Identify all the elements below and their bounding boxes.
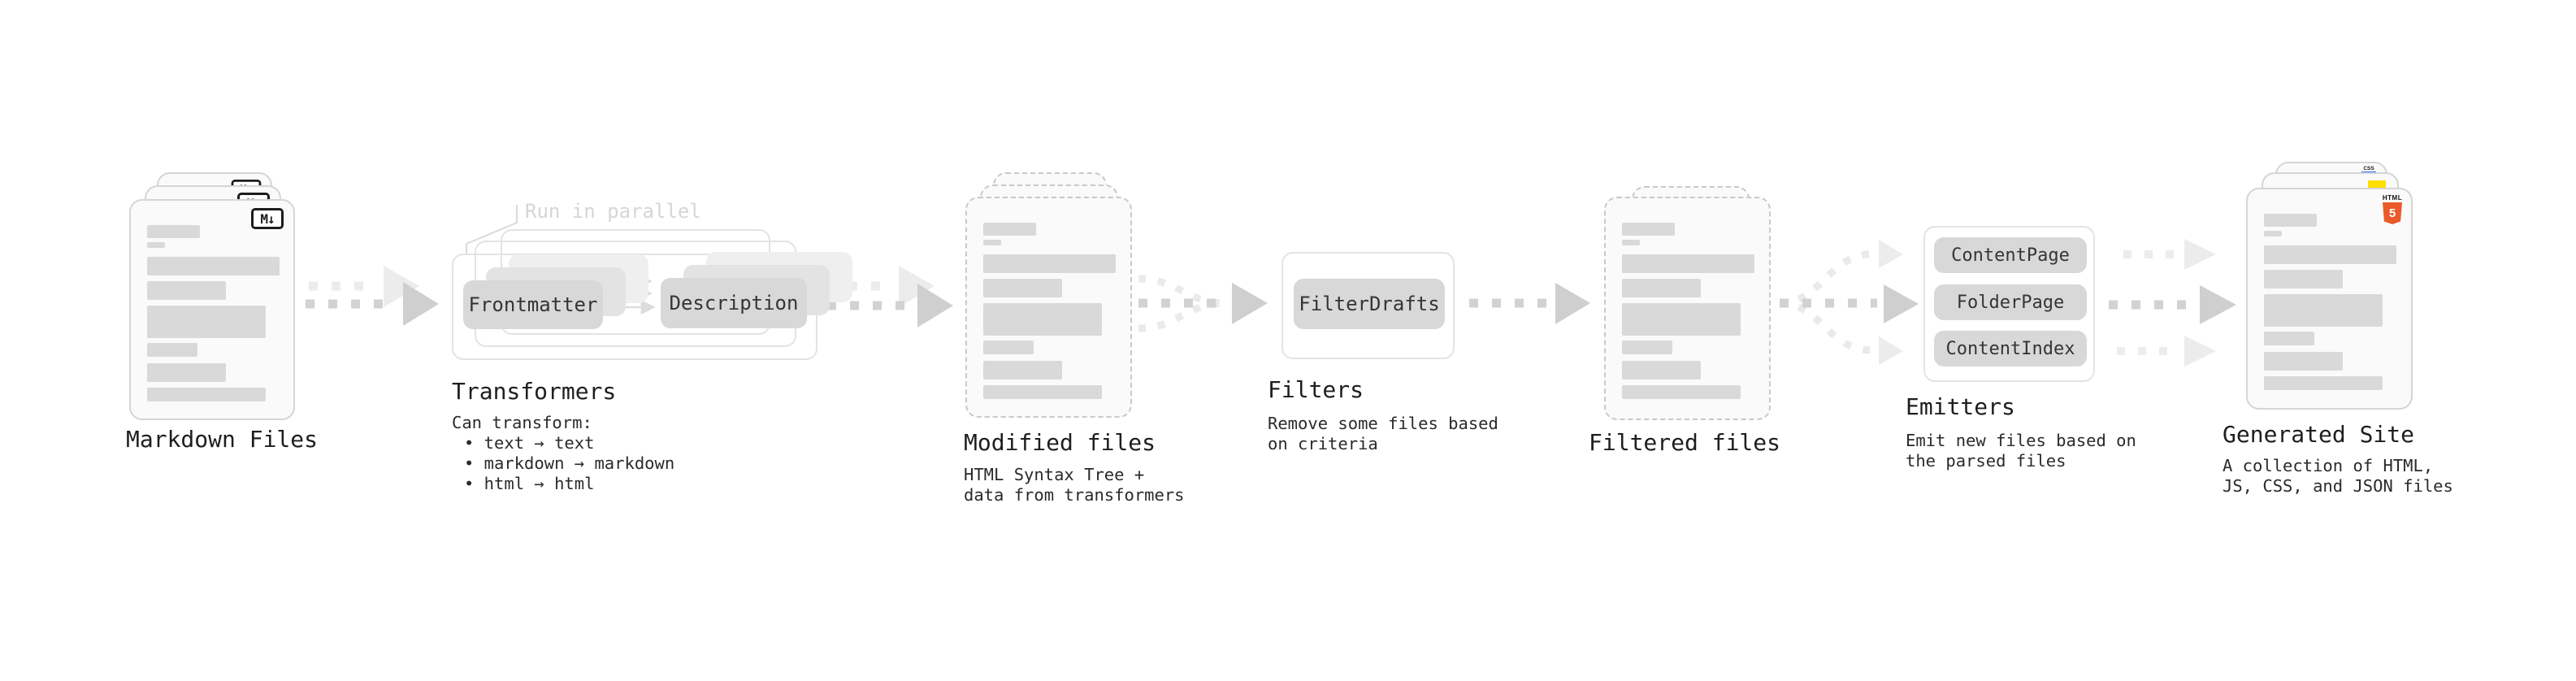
stage-title-filtered-files: Filtered files	[1589, 429, 1781, 456]
file-content-placeholder-bar	[2264, 231, 2282, 236]
desc-line: Remove some files based	[1268, 414, 1498, 433]
file-content-placeholder-bar	[983, 279, 1062, 297]
file-content-placeholder-bar	[2264, 332, 2314, 345]
file-content-placeholder-bar	[983, 223, 1036, 236]
file-content-placeholder-bar	[983, 385, 1102, 399]
run-in-parallel-note: Run in parallel	[525, 200, 701, 223]
file-content-placeholder-bar	[2264, 270, 2343, 288]
file-content-placeholder-bar	[1622, 254, 1754, 273]
modified-file-card-front	[965, 197, 1132, 418]
file-content-placeholder-bar	[1622, 240, 1640, 245]
desc-line: JS, CSS, and JSON files	[2223, 476, 2453, 496]
filter-drafts-pill: FilterDrafts	[1294, 279, 1445, 329]
folder-page-pill: FolderPage	[1934, 284, 2087, 320]
desc-line: A collection of HTML,	[2223, 456, 2434, 475]
file-content-placeholder-bar	[147, 388, 266, 401]
file-content-placeholder-bar	[147, 257, 280, 275]
desc-line: • markdown → markdown	[464, 453, 675, 473]
file-content-placeholder-bar	[1622, 385, 1741, 399]
content-page-pill: ContentPage	[1934, 237, 2087, 273]
stage-title-modified-files: Modified files	[964, 429, 1156, 456]
desc-line: • text → text	[464, 433, 595, 453]
markdown-file-card-front: M↓	[129, 199, 295, 420]
file-content-placeholder-bar	[2264, 245, 2396, 264]
file-content-placeholder-bar	[147, 242, 165, 248]
stage-title-generated-site: Generated Site	[2223, 421, 2415, 448]
file-content-placeholder-bar	[2264, 376, 2383, 390]
description-pill: Description	[661, 278, 807, 328]
file-content-placeholder-bar	[983, 340, 1034, 354]
stage-desc-filters: Remove some files based on criteria	[1268, 414, 1498, 454]
filtered-file-card-front	[1604, 197, 1771, 420]
markdown-icon: M↓	[251, 208, 284, 229]
file-content-placeholder-bar	[147, 363, 226, 382]
frontmatter-pill: Frontmatter	[463, 280, 603, 329]
file-content-placeholder-bar	[1622, 279, 1701, 297]
file-content-placeholder-bar	[1622, 223, 1675, 236]
desc-line: HTML Syntax Tree +	[964, 465, 1145, 484]
desc-line: Emit new files based on	[1906, 431, 2136, 450]
desc-line: • html → html	[464, 474, 595, 493]
arrow-modified-to-filters	[1138, 275, 1268, 332]
file-content-placeholder-bar	[983, 254, 1116, 273]
file-content-placeholder-bar	[983, 361, 1062, 380]
html5-icon-shield: 5	[2383, 202, 2402, 224]
file-content-placeholder-bar	[2264, 294, 2383, 327]
stage-desc-generated-site: A collection of HTML, JS, CSS, and JSON …	[2223, 456, 2453, 497]
file-content-placeholder-bar	[147, 343, 197, 357]
generated-file-card-front: HTML 5	[2246, 188, 2413, 410]
stage-title-filters: Filters	[1268, 376, 1364, 403]
file-content-placeholder-bar	[147, 306, 266, 338]
stage-title-transformers: Transformers	[452, 378, 617, 405]
desc-line: on criteria	[1268, 434, 1378, 453]
arrow-markdown-to-transformers	[306, 282, 439, 326]
file-content-placeholder-bar	[1622, 340, 1672, 354]
stage-title-markdown-files: Markdown Files	[126, 426, 319, 453]
desc-line: the parsed files	[1906, 451, 2066, 471]
content-index-pill: ContentIndex	[1934, 331, 2087, 367]
file-content-placeholder-bar	[1622, 361, 1701, 380]
arrow-markdown-to-transformers-ghost	[309, 266, 419, 307]
file-content-placeholder-bar	[2264, 214, 2317, 227]
stage-desc-emitters: Emit new files based on the parsed files	[1906, 431, 2136, 471]
desc-line: Can transform:	[452, 413, 592, 432]
file-content-placeholder-bar	[983, 240, 1001, 245]
arrow-filtered-to-emitters	[1779, 240, 1919, 365]
file-content-placeholder-bar	[147, 281, 226, 300]
arrow-emitters-to-generated	[2109, 239, 2236, 367]
stage-desc-transformers: Can transform: • text → text • markdown …	[452, 413, 674, 494]
desc-line: data from transformers	[964, 485, 1185, 505]
stage-title-emitters: Emitters	[1906, 393, 2015, 420]
stage-desc-modified-files: HTML Syntax Tree + data from transformer…	[964, 465, 1185, 505]
file-content-placeholder-bar	[1622, 303, 1741, 336]
arrow-filters-to-filtered	[1469, 283, 1590, 324]
css-icon-label: CSS	[2363, 166, 2374, 171]
file-content-placeholder-bar	[983, 303, 1102, 336]
file-content-placeholder-bar	[147, 225, 200, 238]
html5-icon: HTML 5	[2382, 194, 2403, 224]
html5-icon-word: HTML	[2382, 194, 2403, 202]
file-content-placeholder-bar	[2264, 352, 2343, 371]
